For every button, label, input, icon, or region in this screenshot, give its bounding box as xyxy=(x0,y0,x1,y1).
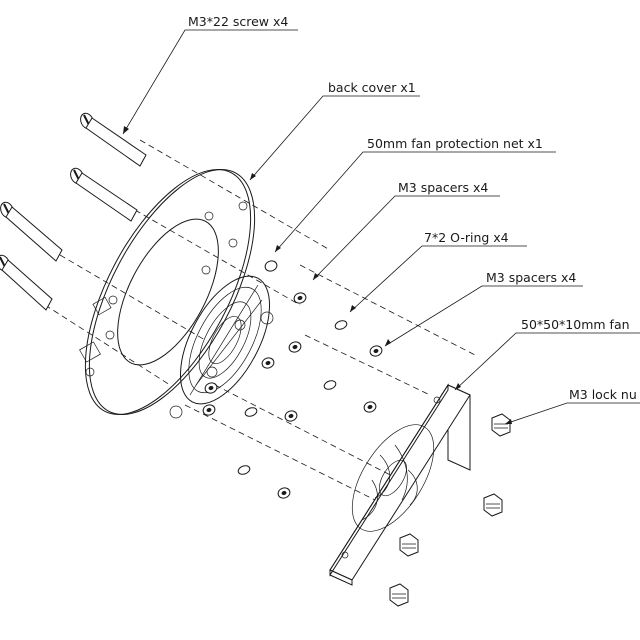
assembly-axes xyxy=(44,139,476,511)
fan-protection-net xyxy=(169,275,274,419)
back-cover xyxy=(79,169,256,415)
label-screw: M3*22 screw x4 xyxy=(188,14,288,29)
screw-3 xyxy=(0,201,63,262)
label-back-cover: back cover x1 xyxy=(328,80,416,95)
screw-1 xyxy=(80,112,147,167)
label-fan: 50*50*10mm fan xyxy=(521,317,630,332)
lock-nut-2 xyxy=(483,493,503,517)
callout-labels: M3*22 screw x4 back cover x1 50mm fan pr… xyxy=(188,14,637,402)
lock-nut-4 xyxy=(389,583,409,607)
m3-lock-nuts xyxy=(389,413,511,607)
m3-spacers-set-1 xyxy=(202,260,307,416)
callout-leaders xyxy=(122,29,640,425)
fan xyxy=(329,383,471,586)
lock-nut-1 xyxy=(491,413,511,437)
screw-4 xyxy=(0,254,53,311)
screw-2 xyxy=(70,167,138,222)
m3-spacers-set-2 xyxy=(277,345,383,499)
label-spacers-1: M3 spacers x4 xyxy=(398,180,488,195)
label-o-ring: 7*2 O-ring x4 xyxy=(424,230,509,245)
o-rings xyxy=(237,320,348,475)
label-protection-net: 50mm fan protection net x1 xyxy=(367,136,543,151)
label-spacers-2: M3 spacers x4 xyxy=(486,270,576,285)
label-lock-nut: M3 lock nu xyxy=(569,387,637,402)
m3-screws xyxy=(0,112,147,311)
lock-nut-3 xyxy=(399,533,419,557)
